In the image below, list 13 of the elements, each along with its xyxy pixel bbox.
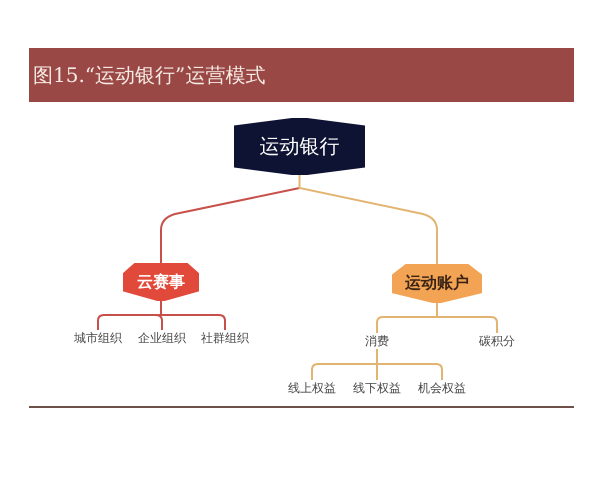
category-label: 机会权益: [414, 380, 470, 396]
hexagon-box: 运动账户: [392, 264, 482, 303]
category-label: 碳积分: [476, 333, 518, 349]
hexagon-box: 运动银行: [234, 118, 365, 175]
connector-line: [298, 175, 438, 264]
category-label: 社群组织: [197, 330, 253, 346]
hexagon-box: 云赛事: [123, 263, 199, 301]
category-label: 线下权益: [349, 380, 405, 396]
category-label: 企业组织: [134, 330, 190, 346]
category-label: 城市组织: [70, 330, 126, 346]
title-banner: 图15.“运动银行”运营模式: [29, 48, 574, 102]
category-label: 消费: [363, 333, 391, 349]
category-label: 线上权益: [284, 380, 340, 396]
